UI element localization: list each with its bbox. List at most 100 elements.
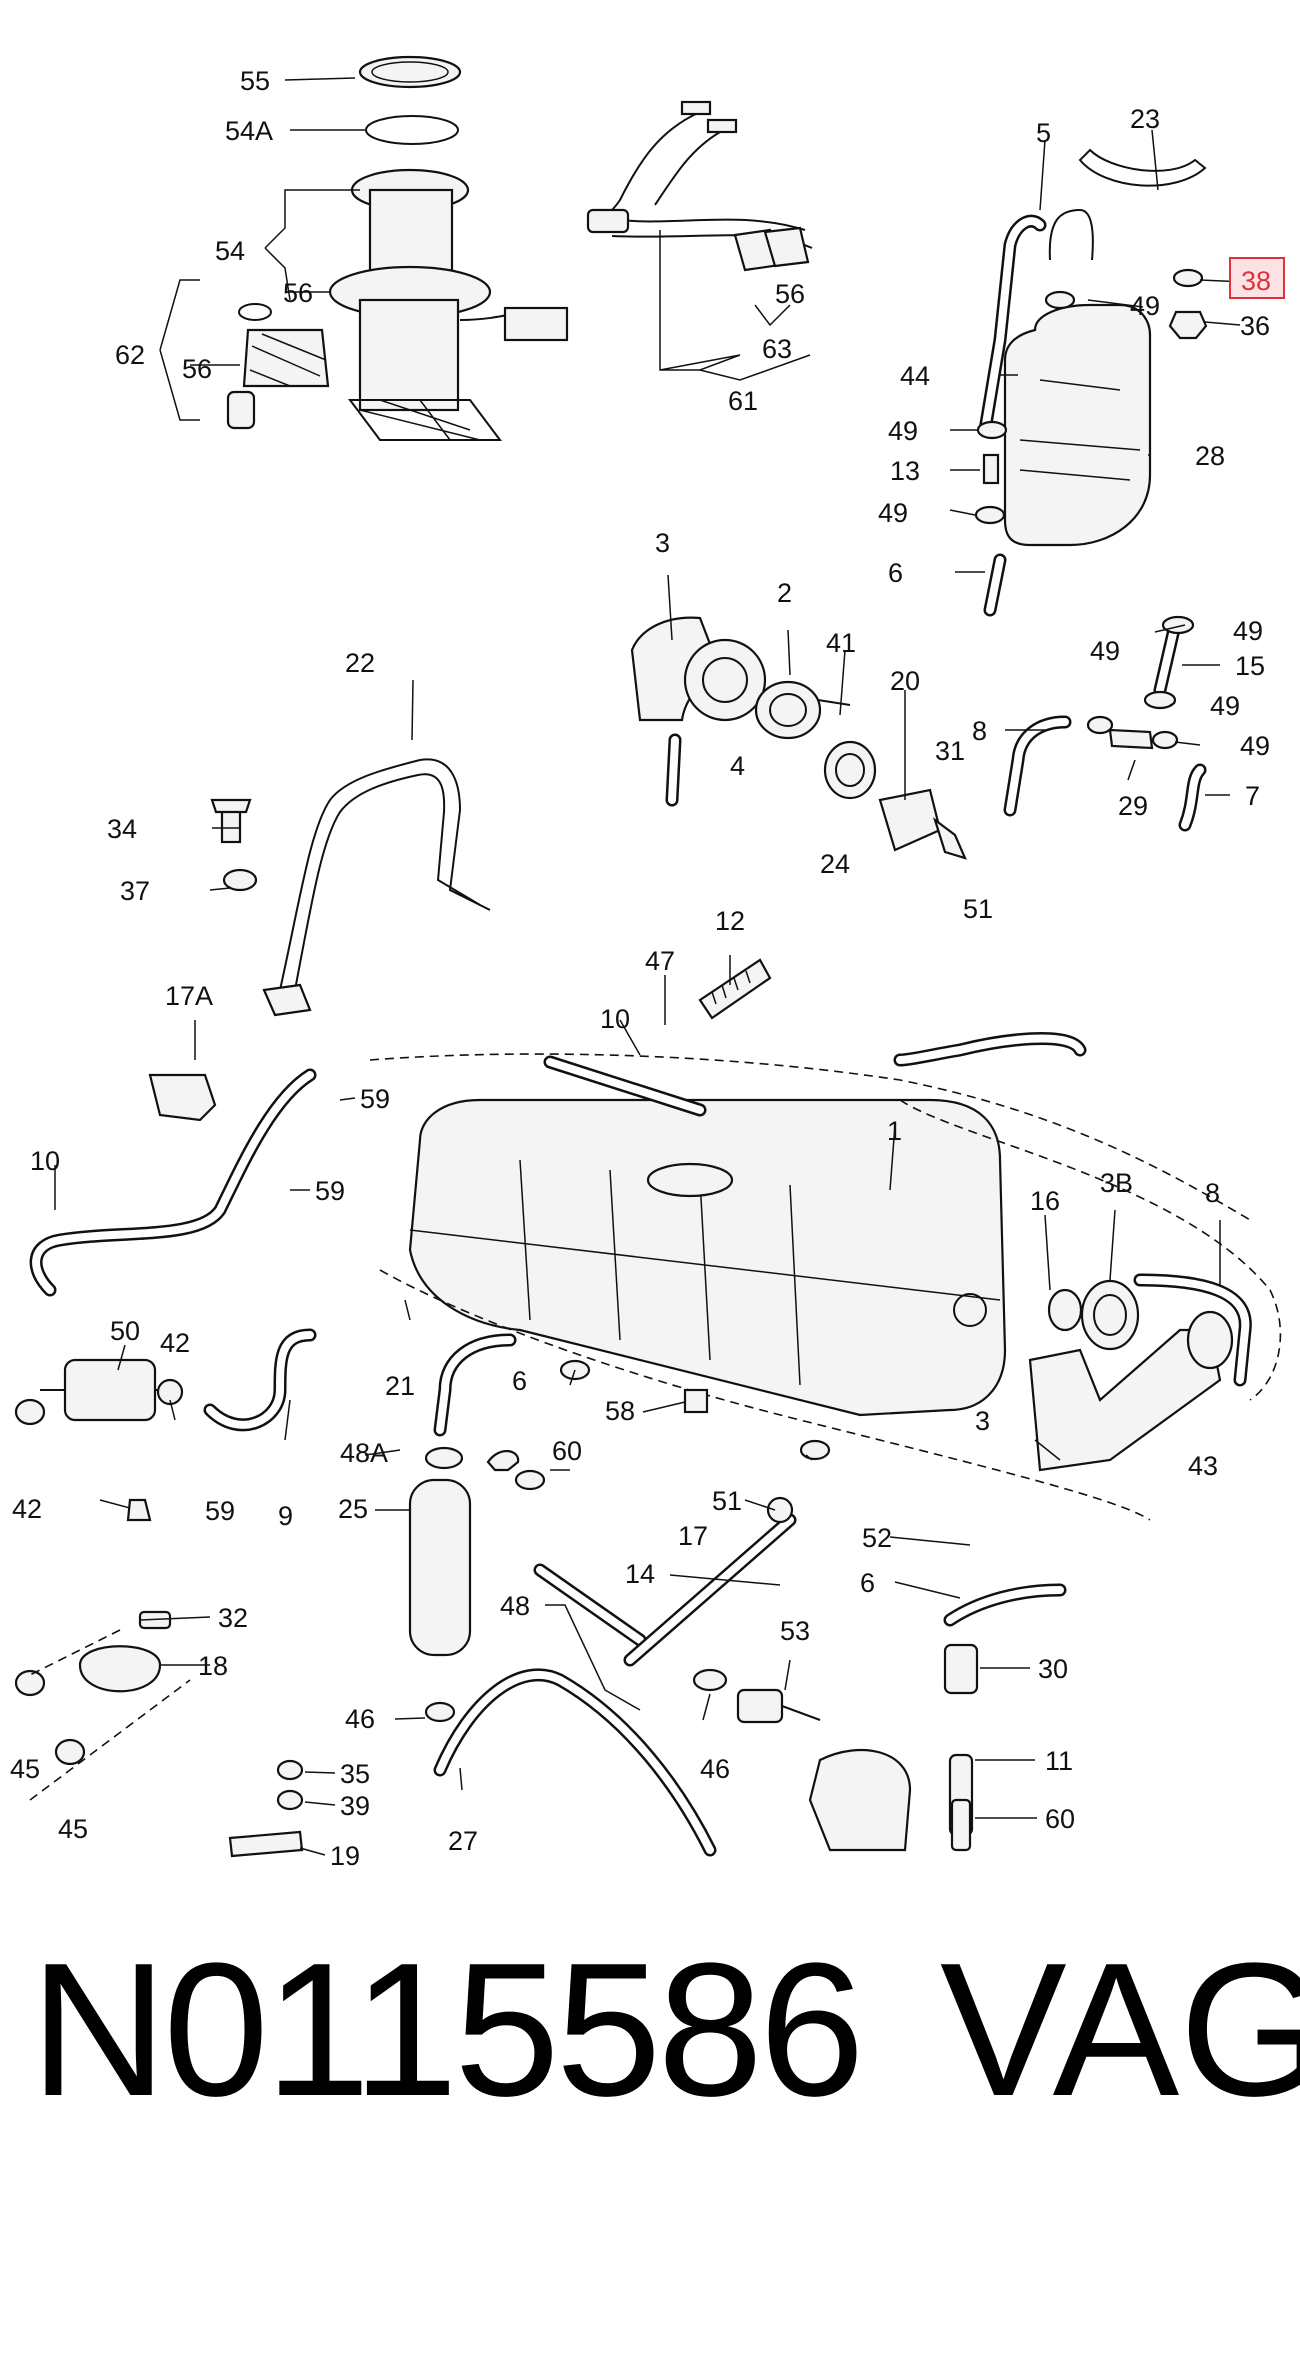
brand-text: VAG (940, 1924, 1300, 2136)
leader-lines (54, 77, 1246, 1856)
label-63: 63 (762, 334, 792, 364)
label-56: 56 (283, 278, 313, 308)
label-60: 60 (1045, 1804, 1075, 1834)
part-number-text: N0115586 (30, 1924, 865, 2136)
label-59: 59 (315, 1176, 345, 1206)
charcoal-canister (974, 148, 1208, 832)
label-10: 10 (30, 1146, 60, 1176)
label-49: 49 (1130, 291, 1160, 321)
label-6: 6 (860, 1568, 875, 1598)
fuel-filter-group (14, 1358, 191, 1801)
label-7: 7 (1245, 781, 1260, 811)
label-41: 41 (826, 628, 856, 658)
label-22: 22 (345, 648, 375, 678)
label-6: 6 (512, 1366, 527, 1396)
highlight-box-38 (1229, 257, 1285, 299)
label-3: 3 (655, 528, 670, 558)
label-1: 1 (887, 1116, 902, 1146)
label-62: 62 (115, 340, 145, 370)
label-48: 48 (500, 1591, 530, 1621)
label-18: 18 (198, 1651, 228, 1681)
label-45: 45 (58, 1814, 88, 1844)
label-52: 52 (862, 1523, 892, 1553)
label-54a: 54A (225, 116, 273, 146)
label-58: 58 (605, 1396, 635, 1426)
label-54: 54 (215, 236, 245, 266)
label-10: 10 (600, 1004, 630, 1034)
label-50: 50 (110, 1316, 140, 1346)
label-49: 49 (888, 416, 918, 446)
label-11: 11 (1045, 1746, 1073, 1776)
label-25: 25 (338, 1494, 368, 1524)
label-29: 29 (1118, 791, 1148, 821)
label-4: 4 (730, 751, 745, 781)
label-27: 27 (448, 1826, 478, 1856)
label-24: 24 (820, 849, 850, 879)
label-8: 8 (972, 716, 987, 746)
label-60: 60 (552, 1436, 582, 1466)
label-17: 17 (678, 1521, 708, 1551)
label-28: 28 (1195, 441, 1225, 471)
label-51: 51 (963, 894, 993, 924)
hoses (29, 1031, 1282, 1857)
pump-filter-hardware (228, 1359, 979, 1858)
label-35: 35 (340, 1759, 370, 1789)
label-6: 6 (888, 558, 903, 588)
label-56: 56 (182, 354, 212, 384)
label-23: 23 (1130, 104, 1160, 134)
label-49: 49 (1240, 731, 1270, 761)
label-38-highlighted: 38 (1241, 266, 1271, 296)
label-44: 44 (900, 361, 930, 391)
label-37: 37 (120, 876, 150, 906)
label-5: 5 (1036, 118, 1051, 148)
label-51: 51 (712, 1486, 742, 1516)
filler-pipe (1028, 1279, 1234, 1472)
label-12: 12 (715, 906, 745, 936)
label-3b: 3B (1100, 1168, 1133, 1198)
label-13: 13 (890, 456, 920, 486)
label-49: 49 (1090, 636, 1120, 666)
label-49: 49 (1233, 616, 1263, 646)
label-48a: 48A (340, 1438, 388, 1468)
callout-labels: 55 54A 54 56 62 56 56 63 61 5 23 38 49 3… (10, 66, 1285, 1871)
label-49: 49 (878, 498, 908, 528)
label-16: 16 (1030, 1186, 1060, 1216)
label-46: 46 (700, 1754, 730, 1784)
label-39: 39 (340, 1791, 370, 1821)
filler-neck-parts (630, 616, 967, 1020)
label-17a: 17A (165, 981, 213, 1011)
label-59: 59 (205, 1496, 235, 1526)
label-9: 9 (278, 1501, 293, 1531)
label-61: 61 (728, 386, 758, 416)
label-30: 30 (1038, 1654, 1068, 1684)
label-3: 3 (975, 1406, 990, 1436)
label-55: 55 (240, 66, 270, 96)
label-47: 47 (645, 946, 675, 976)
label-46: 46 (345, 1704, 375, 1734)
label-2: 2 (777, 578, 792, 608)
fuel-pump-assembly (226, 55, 569, 441)
label-19: 19 (330, 1841, 360, 1871)
label-20: 20 (890, 666, 920, 696)
label-34: 34 (107, 814, 137, 844)
label-42: 42 (160, 1328, 190, 1358)
label-8: 8 (1205, 1178, 1220, 1208)
fuel-tank (369, 1053, 1251, 1521)
label-45: 45 (10, 1754, 40, 1784)
label-31: 31 (935, 736, 965, 766)
parts-diagram: 55 54A 54 56 62 56 56 63 61 5 23 38 49 3… (10, 55, 1285, 1871)
label-42: 42 (12, 1494, 42, 1524)
label-14: 14 (625, 1559, 655, 1589)
label-32: 32 (218, 1603, 248, 1633)
tank-strap (148, 758, 491, 1122)
label-56: 56 (775, 279, 805, 309)
label-36: 36 (1240, 311, 1270, 341)
wiring-harness (586, 100, 813, 272)
label-21: 21 (385, 1371, 415, 1401)
footer-caption: N0115586 VAG (0, 1935, 1300, 2355)
label-53: 53 (780, 1616, 810, 1646)
label-59: 59 (360, 1084, 390, 1114)
label-43: 43 (1188, 1451, 1218, 1481)
label-49: 49 (1210, 691, 1240, 721)
label-15: 15 (1235, 651, 1265, 681)
